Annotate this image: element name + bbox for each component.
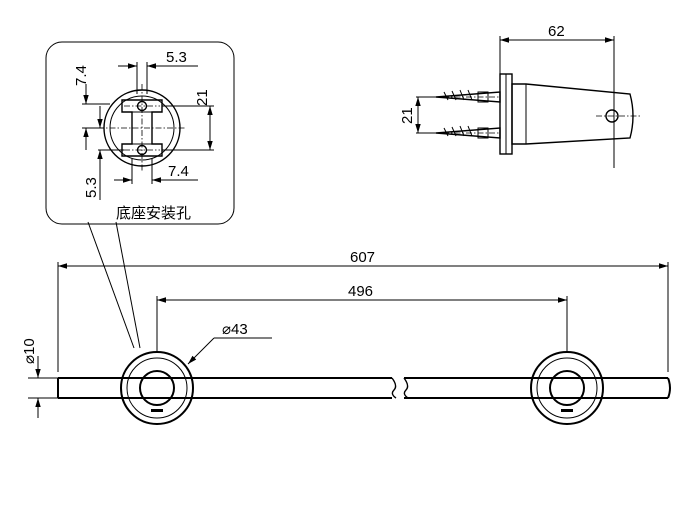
dim-label-top-width: 5.3 <box>166 49 187 66</box>
side-view: 62 21 <box>399 23 640 168</box>
side-anchor-top <box>420 89 501 103</box>
detail-leader <box>87 221 141 349</box>
dim-label-right-height: 21 <box>194 89 211 106</box>
dim-label-mount-spacing: 496 <box>348 283 373 300</box>
dim-label-side-spacing: 21 <box>399 107 416 124</box>
dim-label-overall-length: 607 <box>350 249 375 266</box>
side-anchor-bottom <box>420 125 501 139</box>
left-mount-base <box>120 351 194 425</box>
dim-label-left-height: 7.4 <box>73 65 90 86</box>
towel-bar <box>57 377 671 399</box>
detail-view: 5.3 7.4 21 7.4 5.3 底座安装孔 <box>45 41 235 225</box>
dim-label-side-length: 62 <box>548 23 565 40</box>
dim-label-bottom-width: 7.4 <box>168 163 189 180</box>
dim-label-base-diameter: ⌀43 <box>222 321 248 338</box>
dim-label-bar-diameter: ⌀10 <box>21 338 38 364</box>
detail-callout-box <box>45 41 235 225</box>
side-tapered-body <box>511 83 634 145</box>
front-view: 607 496 <box>21 249 671 425</box>
detail-caption: 底座安装孔 <box>116 204 191 222</box>
dim-label-lower-left-height: 5.3 <box>83 177 100 198</box>
side-bar-hole <box>605 109 619 123</box>
right-mount-base <box>530 351 604 425</box>
